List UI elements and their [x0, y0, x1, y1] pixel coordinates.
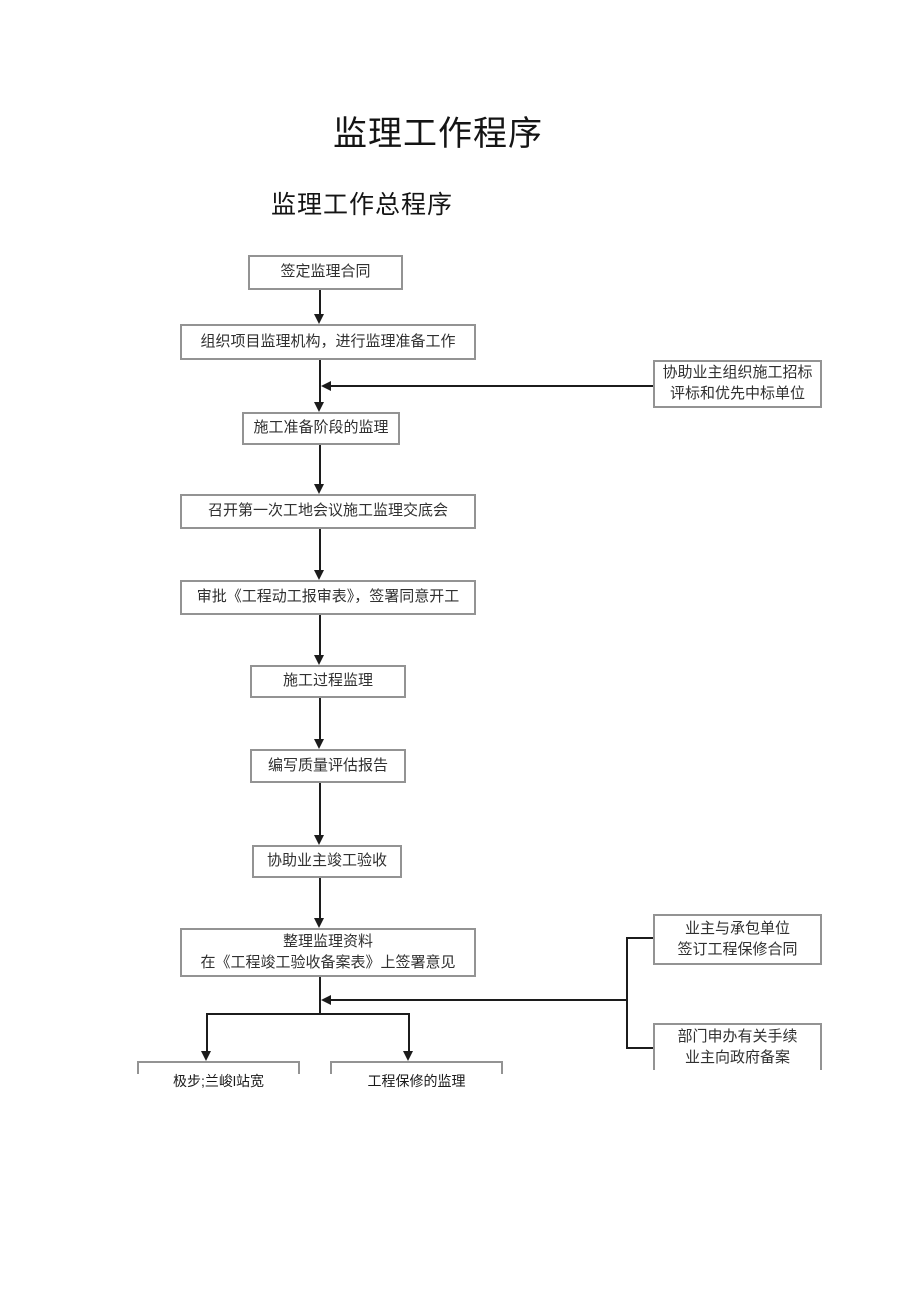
flow-box-organize: 组织项目监理机构，进行监理准备工作	[180, 324, 476, 360]
arrow-down-icon	[314, 402, 324, 412]
flow-box-label: 协助业主竣工验收	[266, 853, 387, 869]
flow-box-label: 召开第一次工地会议施工监理交底会	[207, 503, 448, 519]
connector-line	[319, 698, 321, 740]
section-subtitle: 监理工作总程序	[271, 192, 454, 219]
arrow-down-icon	[403, 1051, 413, 1061]
flow-box-label: 施工过程监理	[282, 673, 373, 689]
connector-line	[319, 529, 321, 571]
connector-line	[206, 1013, 410, 1015]
arrow-down-icon	[314, 314, 324, 324]
flow-box-quality-report: 编写质量评估报告	[250, 749, 406, 783]
flow-box-bottom-right-border	[330, 1061, 503, 1074]
connector-line	[319, 360, 321, 403]
flow-box-label-line1: 协助业主组织施工招标	[662, 365, 813, 381]
flow-box-prep-stage: 施工准备阶段的监理	[242, 412, 400, 445]
connector-line	[319, 290, 321, 315]
arrow-down-icon	[314, 484, 324, 494]
flow-box-first-meeting: 召开第一次工地会议施工监理交底会	[180, 494, 476, 529]
connector-line	[319, 977, 321, 1015]
flow-box-process-supervision: 施工过程监理	[250, 665, 406, 698]
connector-line	[331, 385, 653, 387]
arrow-left-icon	[321, 995, 331, 1005]
arrow-down-icon	[314, 835, 324, 845]
arrow-down-icon	[314, 739, 324, 749]
flow-box-label-line1: 部门申办有关手续	[677, 1028, 798, 1045]
arrow-down-icon	[314, 570, 324, 580]
flow-box-assist-bidding: 协助业主组织施工招标 评标和优先中标单位	[653, 360, 822, 408]
connector-line	[626, 937, 628, 1049]
flow-box-label: 签定监理合同	[280, 264, 371, 280]
connector-line	[319, 615, 321, 656]
flow-box-bottom-right-label: 工程保修的监理	[367, 1073, 466, 1089]
flow-box-label-line2: 签订工程保修合同	[677, 941, 798, 958]
flow-box-sign-contract: 签定监理合同	[248, 255, 403, 290]
arrow-down-icon	[314, 655, 324, 665]
connector-line	[319, 783, 321, 836]
flow-box-label: 审批《工程动工报审表》，签署同意开工	[196, 589, 460, 605]
arrow-down-icon	[314, 918, 324, 928]
flow-box-label-line2: 评标和优先中标单位	[669, 386, 805, 402]
flow-box-label: 编写质量评估报告	[267, 757, 388, 774]
flow-box-completion-acceptance: 协助业主竣工验收	[252, 845, 402, 878]
connector-line	[628, 1047, 653, 1049]
page-title: 监理工作程序	[333, 116, 543, 153]
flow-box-label-line2: 业主向政府备案	[684, 1049, 790, 1066]
connector-line	[628, 937, 653, 939]
flow-box-bottom-left-label: 极步;兰峻l站宽	[173, 1073, 264, 1089]
connector-line	[206, 1013, 208, 1051]
flow-box-warranty-contract: 业主与承包单位 签订工程保修合同	[653, 914, 822, 965]
flow-box-approve-start: 审批《工程动工报审表》，签署同意开工	[180, 580, 476, 615]
flow-box-bottom-left-border	[137, 1061, 300, 1074]
connector-line	[408, 1013, 410, 1051]
connector-line	[331, 999, 627, 1001]
connector-line	[319, 445, 321, 485]
flow-box-label-line1: 整理监理资料	[282, 933, 373, 950]
connector-line	[319, 878, 321, 919]
flow-box-label: 施工准备阶段的监理	[253, 420, 389, 436]
flow-box-label: 组织项目监理机构，进行监理准备工作	[200, 333, 456, 350]
arrow-left-icon	[321, 381, 331, 391]
flow-box-archive: 整理监理资料 在《工程竣工验收备案表》上签署意见	[180, 928, 476, 977]
flow-box-label-line2: 在《工程竣工验收备案表》上签署意见	[200, 954, 456, 971]
flow-box-gov-filing: 部门申办有关手续 业主向政府备案	[653, 1023, 822, 1070]
arrow-down-icon	[201, 1051, 211, 1061]
flow-box-label-line1: 业主与承包单位	[684, 920, 790, 937]
